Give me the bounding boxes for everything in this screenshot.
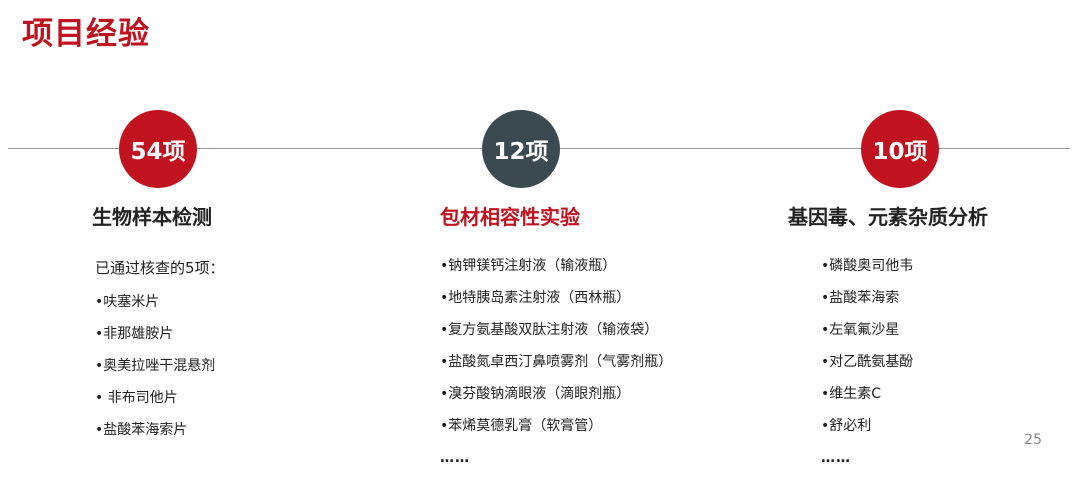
list-item: •左氧氟沙星 xyxy=(821,322,900,338)
count-circle-packaging: 12项 xyxy=(482,110,560,188)
list-biosample: 已通过核查的5项： •呋塞米片 •非那雄胺片 •奥美拉唑干混悬剂 • 非布司他片… xyxy=(95,258,225,452)
list-intro: 已通过核查的5项： xyxy=(95,259,225,277)
list-item: •盐酸苯海索片 xyxy=(95,422,188,438)
count-label: 12项 xyxy=(493,139,549,165)
list-item: •钠钾镁钙注射液（输液瓶） xyxy=(440,258,617,274)
list-item: •对乙酰氨基酚 xyxy=(821,354,914,370)
list-item: •呋塞米片 xyxy=(95,294,160,310)
list-item: •非那雄胺片 xyxy=(95,326,174,342)
list-item: •奥美拉唑干混悬剂 xyxy=(95,358,216,374)
list-item: •维生素C xyxy=(821,386,882,402)
count-label: 10项 xyxy=(872,139,928,165)
count-circle-impurity: 10项 xyxy=(861,110,939,188)
list-item: •地特胰岛素注射液（西林瓶） xyxy=(440,290,631,306)
column-heading-biosample: 生物样本检测 xyxy=(92,205,212,229)
column-heading-impurity: 基因毒、元素杂质分析 xyxy=(788,205,988,229)
page-title: 项目经验 xyxy=(22,16,150,52)
list-item: • 非布司他片 xyxy=(95,390,178,406)
list-item: •盐酸苯海索 xyxy=(821,290,900,306)
count-circle-biosample: 54项 xyxy=(119,110,197,188)
list-item: •舒必利 xyxy=(821,418,872,434)
list-more: …… xyxy=(440,450,470,466)
column-heading-packaging: 包材相容性实验 xyxy=(440,205,580,229)
list-item: •磷酸奥司他韦 xyxy=(821,258,914,274)
count-label: 54项 xyxy=(130,139,186,165)
list-item: •苯烯莫德乳膏（软膏管） xyxy=(440,418,603,434)
list-impurity: •磷酸奥司他韦 •盐酸苯海索 •左氧氟沙星 •对乙酰氨基酚 •维生素C •舒必利… xyxy=(821,256,913,480)
page-number: 25 xyxy=(1024,432,1042,448)
list-packaging: •钠钾镁钙注射液（输液瓶） •地特胰岛素注射液（西林瓶） •复方氨基酸双肽注射液… xyxy=(440,256,672,480)
list-item: •溴芬酸钠滴眼液（滴眼剂瓶） xyxy=(440,386,631,402)
list-more: …… xyxy=(821,450,851,466)
list-item: •盐酸氮卓西汀鼻喷雾剂（气雾剂瓶） xyxy=(440,354,673,370)
list-item: •复方氨基酸双肽注射液（输液袋） xyxy=(440,322,659,338)
